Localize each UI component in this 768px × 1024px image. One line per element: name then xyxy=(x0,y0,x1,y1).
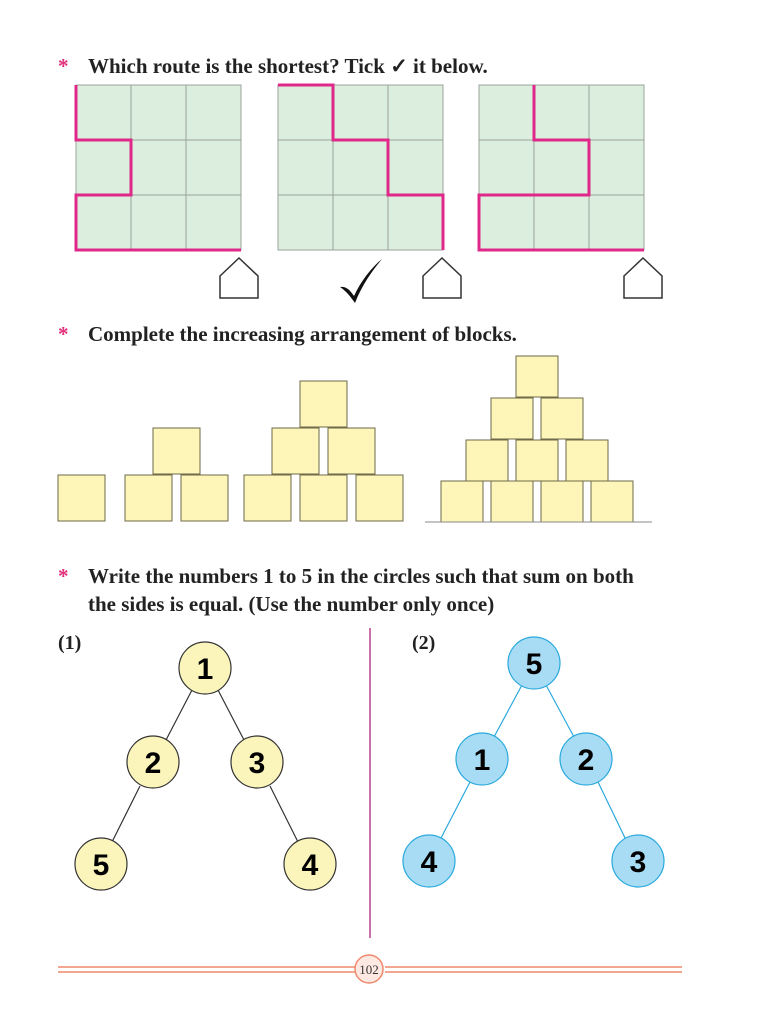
circle-mid-left[interactable] xyxy=(126,735,180,789)
circle-mid-right[interactable] xyxy=(230,735,284,789)
question-1-text: Which route is the shortest? Tick xyxy=(88,54,385,78)
circle-top[interactable] xyxy=(507,636,561,690)
block xyxy=(57,474,106,522)
circle-bottom-left[interactable] xyxy=(74,837,128,891)
grid-background xyxy=(75,84,242,251)
block xyxy=(590,480,634,523)
circle-mid-right[interactable] xyxy=(559,732,613,786)
block xyxy=(299,474,348,522)
number-bottom-right: 3 xyxy=(630,846,647,879)
block xyxy=(299,380,348,428)
question-2: * Complete the increasing arrangement of … xyxy=(58,320,517,348)
block xyxy=(490,397,534,440)
house-icon xyxy=(623,256,663,299)
bullet-star: * xyxy=(58,564,69,588)
connector-lines xyxy=(111,689,299,843)
block-arrangements xyxy=(57,355,634,523)
block xyxy=(243,474,292,522)
block xyxy=(440,480,484,523)
route-grid-2[interactable] xyxy=(277,83,445,251)
route-grid-3[interactable] xyxy=(477,84,645,252)
puzzle-1-label: (1) xyxy=(58,632,82,654)
block xyxy=(465,439,509,482)
tick-glyph: ✓ xyxy=(390,54,408,78)
question-1: * Which route is the shortest? Tick ✓ it … xyxy=(58,52,488,80)
number-bottom-left: 4 xyxy=(421,846,438,879)
number-top: 5 xyxy=(526,648,543,681)
house-icon xyxy=(422,256,462,299)
block xyxy=(565,439,609,482)
house-icon xyxy=(219,256,259,299)
number-mid-left: 1 xyxy=(474,744,491,777)
block xyxy=(124,474,173,522)
connector-lines xyxy=(439,684,627,841)
block xyxy=(540,397,584,440)
bullet-star: * xyxy=(58,54,69,78)
question-1-text-end: it below. xyxy=(413,54,488,78)
block xyxy=(355,474,404,522)
question-3-line-2: the sides is equal. (Use the number only… xyxy=(88,592,495,616)
number-mid-left: 2 xyxy=(145,747,162,780)
route-line xyxy=(74,85,241,252)
circle-mid-left[interactable] xyxy=(455,732,509,786)
circle-top[interactable] xyxy=(178,641,232,695)
block xyxy=(540,480,584,523)
page-number-badge xyxy=(354,954,384,984)
question-2-text: Complete the increasing arrangement of b… xyxy=(88,322,517,346)
route-line xyxy=(278,83,445,250)
page-number: 102 xyxy=(359,962,379,977)
block xyxy=(327,427,376,475)
block xyxy=(515,439,559,482)
grid-background xyxy=(478,84,645,251)
question-3: * Write the numbers 1 to 5 in the circles… xyxy=(58,562,634,618)
number-bottom-right: 4 xyxy=(302,849,319,882)
question-3-line-1: Write the numbers 1 to 5 in the circles … xyxy=(88,564,634,588)
route-grid-1[interactable] xyxy=(74,84,242,252)
bullet-star: * xyxy=(58,322,69,346)
block xyxy=(180,474,229,522)
block xyxy=(152,427,201,475)
circle-bottom-right[interactable] xyxy=(283,837,337,891)
number-tree-2: 5 1 2 4 3 xyxy=(402,636,665,888)
number-mid-right: 2 xyxy=(578,744,595,777)
circle-bottom-right[interactable] xyxy=(611,834,665,888)
number-top: 1 xyxy=(197,653,214,686)
block xyxy=(490,480,534,523)
block xyxy=(271,427,320,475)
number-bottom-left: 5 xyxy=(93,849,110,882)
check-mark-icon xyxy=(340,259,382,303)
footer: 102 xyxy=(58,954,682,984)
puzzle-2-label: (2) xyxy=(412,632,436,654)
block xyxy=(515,355,559,398)
number-tree-1: 1 2 3 5 4 xyxy=(74,641,337,891)
number-mid-right: 3 xyxy=(249,747,266,780)
circle-bottom-left[interactable] xyxy=(402,834,456,888)
grid-background xyxy=(277,84,444,251)
route-line xyxy=(477,85,644,252)
